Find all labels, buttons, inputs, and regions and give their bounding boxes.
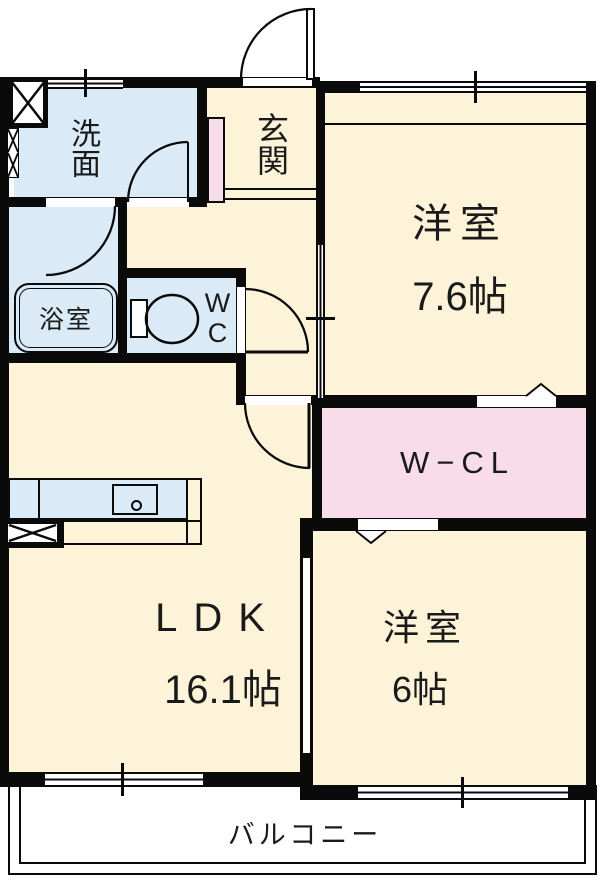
room-yoshitsu-sub [300, 525, 592, 793]
sliding-door-hall-yoshitsu-main [316, 245, 325, 398]
room-label-balcony: バルコニー [227, 819, 383, 850]
wall-senmen-genkan [197, 77, 207, 207]
opening-wc-door [237, 287, 245, 353]
room-label-yoshitsu-main: 洋室 [412, 202, 508, 246]
wall-bath-wc-bottom [0, 353, 246, 363]
room-size-yoshitsu-main: 7.6帖 [412, 275, 508, 319]
closet-opening-yoshitsu-main [477, 396, 556, 407]
room-label-yokushitsu: 浴室 [38, 306, 93, 334]
window-yoshitsu-main-tick [474, 71, 477, 103]
room-label-wcl: W−CL [400, 445, 515, 480]
room-wcl [312, 403, 592, 525]
kitchen-sink-icon [112, 484, 158, 515]
sink-faucet [131, 500, 142, 511]
pipe-space-x-icon [8, 77, 48, 128]
toilet-tank [130, 299, 148, 338]
entrance-door-leaf [306, 8, 315, 80]
beam-line-yoshitsu-main [324, 123, 586, 125]
kitchen-duct-x-icon [8, 524, 57, 542]
opening-senmen-door [127, 198, 189, 207]
window-yoshitsu-sub-tick [461, 777, 464, 808]
room-size-ldk: 16.1帖 [164, 668, 282, 712]
room-yoshitsu-main [318, 85, 592, 403]
entrance-door-arc [239, 7, 312, 80]
kitchen-counter [8, 478, 188, 520]
room-label-ldk: LDK [155, 595, 281, 640]
window-ldk-tick [121, 763, 124, 796]
room-label-wc: WC [202, 288, 233, 348]
room-size-yoshitsu-sub: 6帖 [391, 669, 449, 710]
window-yoshitsu-main [360, 81, 586, 93]
entrance-threshold [243, 78, 312, 88]
wall-duct-x-icon [7, 128, 19, 178]
wall-wc-top [118, 268, 246, 278]
room-label-genkan: 玄関 [253, 112, 289, 176]
sliding-door-tick [306, 317, 335, 320]
opening-bath-door [46, 198, 115, 207]
room-label-yoshitsu-sub: 洋室 [382, 607, 467, 648]
shoe-cabinet [207, 117, 225, 203]
wall-right [586, 81, 596, 800]
wall-top-left [0, 77, 320, 88]
wall-wcl-left [312, 400, 322, 528]
kitchen-counter-divider [38, 478, 40, 520]
opening-ldk-yoshitsu-sub [301, 558, 312, 753]
wall-left [0, 77, 9, 787]
window-senmen-tick [84, 69, 87, 97]
opening-hall-ldk-door [245, 396, 311, 405]
room-ldk [4, 357, 316, 787]
wall-wcl-yoshitsu-sub [300, 518, 596, 531]
closet-opening-yoshitsu-sub [358, 519, 438, 530]
room-label-senmen: 洗面 [66, 118, 99, 178]
window-ldk-balcony [45, 772, 203, 787]
bathtub-icon: 浴室 [14, 283, 118, 353]
genkan-step-line [225, 188, 318, 200]
wall-bath-wc [118, 197, 127, 362]
